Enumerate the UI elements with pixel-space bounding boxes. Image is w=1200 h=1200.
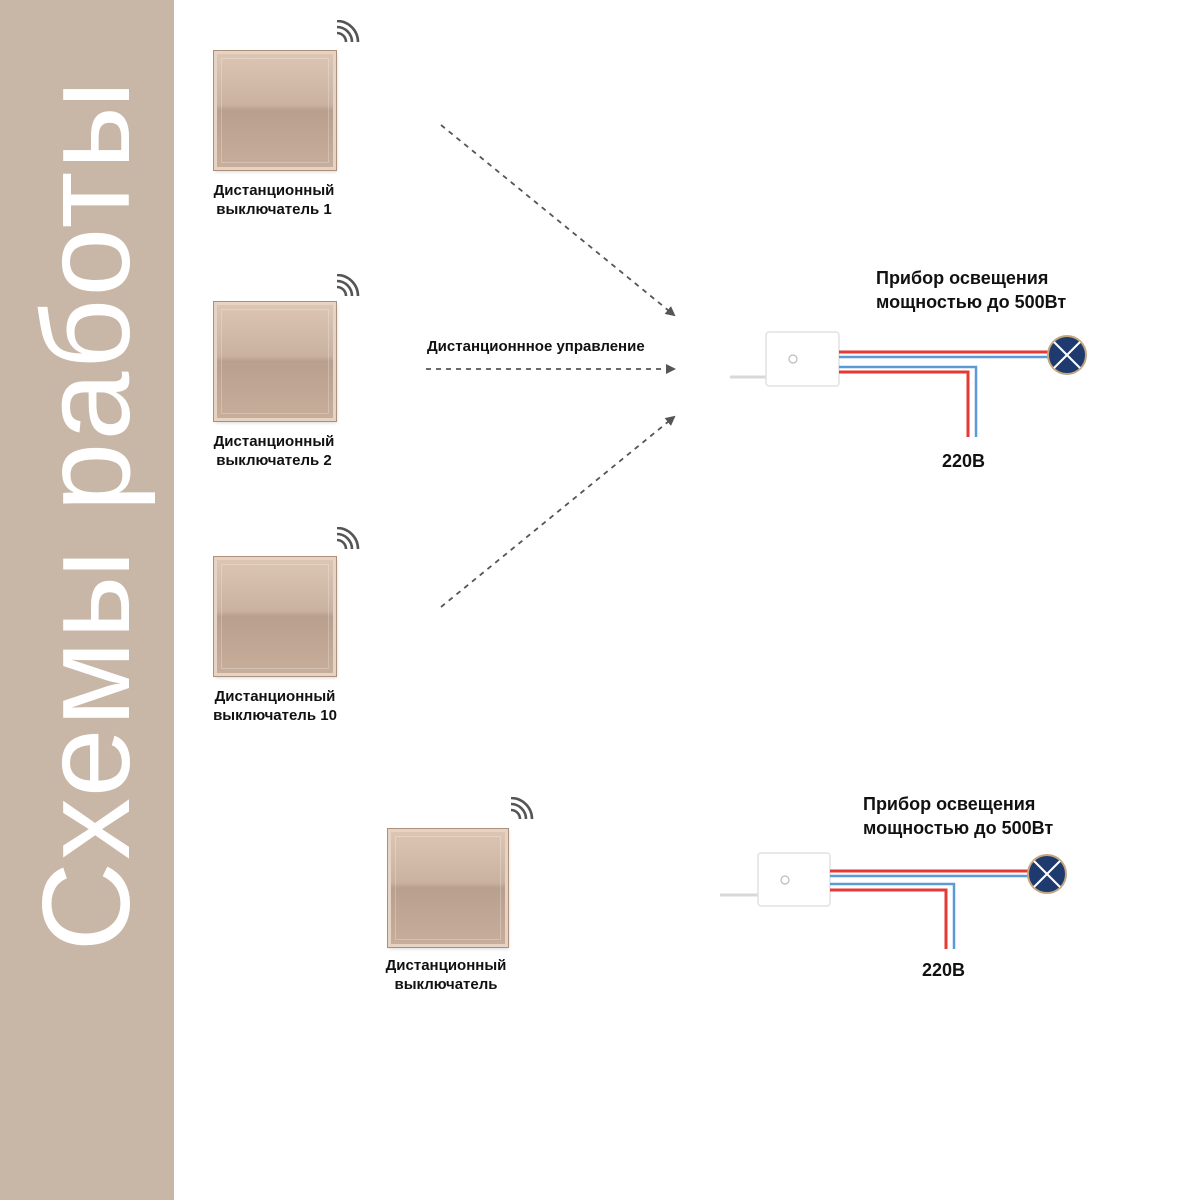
remote-switch-2 xyxy=(214,302,336,421)
lamp-symbol-icon xyxy=(1047,335,1087,375)
remote-switch-1 xyxy=(214,51,336,170)
switch-label: Дистанционный выключатель xyxy=(385,957,507,993)
wifi-signal-icon xyxy=(510,797,534,820)
signal-arrow-3 xyxy=(440,415,676,608)
wifi-signal-icon xyxy=(336,274,360,297)
relay-module-icon xyxy=(730,331,840,387)
wifi-signal-icon xyxy=(336,527,360,550)
switch-2-label: Дистанционный выключатель 2 xyxy=(213,433,335,469)
sidebar: Схемы работы xyxy=(0,0,174,1200)
wiring-1 xyxy=(839,350,1048,437)
lighting-device-heading-1: Прибор освещения мощностью до 500Вт xyxy=(876,268,1067,312)
remote-switch xyxy=(388,829,508,947)
voltage-label-2: 220В xyxy=(922,960,966,980)
remote-control-label: Дистанционнное управление xyxy=(427,338,645,355)
signal-arrow-1 xyxy=(440,124,676,317)
voltage-label-1: 220В xyxy=(942,451,986,471)
wiring-2 xyxy=(830,869,1028,949)
relay-module-icon xyxy=(720,852,831,907)
wifi-signal-icon xyxy=(336,20,360,43)
remote-switch-10 xyxy=(214,557,336,676)
lighting-device-heading-2: Прибор освещения мощностью до 500Вт xyxy=(863,794,1054,838)
lamp-symbol-icon xyxy=(1027,854,1067,894)
switch-10-label: Дистанционный выключатель 10 xyxy=(213,688,337,724)
switch-1-label: Дистанционный выключатель 1 xyxy=(213,182,335,218)
